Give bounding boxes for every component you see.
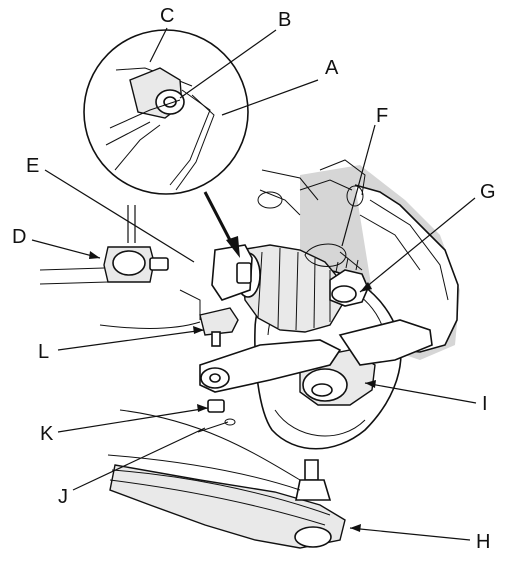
lower-arm-outline-inner (107, 454, 301, 491)
callout-l: L (38, 341, 49, 363)
knuckle-arm (199, 339, 342, 393)
callout-h: H (476, 531, 490, 553)
callout-b: B (278, 9, 291, 31)
detail-arrow (203, 191, 240, 258)
lock-pin (304, 243, 363, 271)
tie-rod-ball-joint (99, 289, 239, 347)
callout-g: G (480, 181, 496, 203)
callout-k: K (40, 423, 54, 445)
axle-nut (329, 257, 369, 307)
stabilizer-link (39, 205, 169, 285)
callout-c: C (160, 5, 174, 27)
callout-i: I (482, 393, 488, 415)
lower-arm-outline (119, 409, 301, 481)
castle-nut (207, 399, 225, 413)
cotter-pin (197, 418, 236, 433)
stabilizer-link-bracket (211, 244, 253, 301)
callout-a: A (325, 57, 339, 79)
callout-f: F (376, 105, 388, 127)
callout-j: J (58, 486, 68, 508)
callout-d: D (12, 226, 26, 248)
detail-view-circle (83, 29, 249, 195)
lower-arm (109, 459, 346, 549)
callout-labels: A B C D E F G H I J K L (12, 5, 496, 553)
callout-e: E (26, 155, 39, 177)
leader-lines (31, 27, 477, 541)
